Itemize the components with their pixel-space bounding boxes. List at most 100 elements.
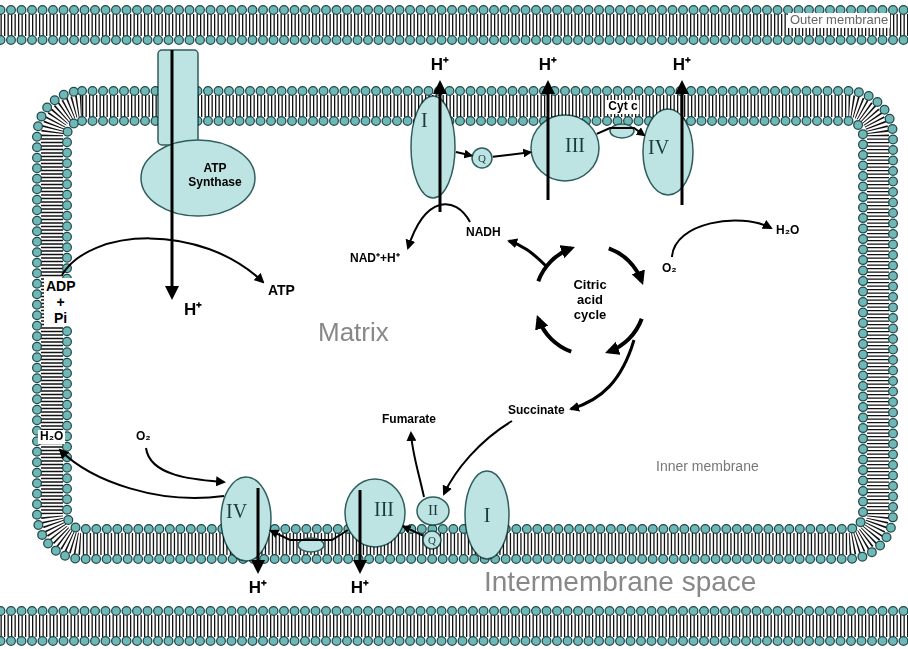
proton-label: H⁺ (351, 578, 369, 598)
molecule-label: Fumarate (382, 413, 436, 427)
molecule-label: ATP (268, 282, 295, 298)
reaction-arrow (408, 204, 470, 248)
molecule-label: NADH (466, 226, 501, 240)
label-holder: H⁺ (673, 55, 691, 75)
lipid-tails (0, 615, 908, 637)
complex-label: Q (428, 534, 436, 547)
reaction-arrow (146, 448, 224, 482)
lipid-heads (0, 6, 908, 14)
lipid-heads (67, 121, 863, 529)
proton-label: H⁺ (539, 55, 557, 75)
label-holder: H⁺ (184, 300, 202, 320)
label-holder: H⁺ (539, 55, 557, 75)
cycle-arc (609, 248, 642, 281)
complex-label: IV (648, 136, 669, 159)
label-holder: O₂ (662, 262, 677, 276)
label-holder: Cyt c (606, 100, 639, 114)
complex-three: III (530, 114, 600, 182)
complex-three: III (344, 478, 406, 548)
membrane-mask (472, 148, 492, 168)
membrane-mask (141, 140, 255, 216)
complex-label: Q (478, 152, 486, 165)
inner-membrane (37, 91, 893, 559)
complex-outline (410, 95, 456, 199)
complex-four: IV (220, 476, 272, 562)
lipid-tails (0, 14, 908, 36)
lipid-heads (0, 607, 908, 615)
molecule-label: O₂ (662, 262, 677, 276)
electron-transfer-arrow (404, 527, 423, 536)
label-holder: H₂O (38, 430, 65, 444)
complex-shape (465, 471, 509, 559)
lipid-heads (0, 606, 908, 616)
molecule-label: O₂ (136, 430, 151, 444)
lipid-heads (0, 637, 908, 645)
complex-shape (643, 109, 693, 195)
reaction-arrow (62, 238, 263, 282)
outer-membrane-bottom (0, 611, 908, 641)
membrane-mask (423, 531, 441, 549)
label-holder: Fumarate (382, 413, 436, 427)
membrane-mask (531, 115, 599, 181)
label-holder: Matrix (318, 318, 389, 348)
label-holder: H₂O (776, 224, 799, 238)
complex-four: IV (642, 108, 694, 196)
region-label: Matrix (318, 318, 389, 348)
complex-label: I (484, 504, 491, 527)
label-holder: Inner membrane (656, 458, 759, 474)
complex-two: II (416, 496, 450, 526)
label-holder: Succinate (508, 404, 565, 418)
electron-transfer-arrow (271, 530, 348, 540)
membrane-label: Outer membrane (788, 13, 890, 28)
complex-shape (345, 479, 405, 547)
lipid-heads (67, 121, 863, 529)
reaction-arrow (411, 433, 424, 497)
region-label: Intermembrane space (484, 568, 756, 596)
complex-shape (141, 140, 255, 216)
label-holder: NAD⁺+H⁺ (350, 252, 400, 266)
cycle-arc (609, 319, 642, 352)
complex-shape (221, 477, 271, 561)
complex-label: II (428, 502, 438, 519)
molecule-label: H₂O (38, 430, 65, 444)
label-holder: H⁺ (249, 578, 267, 598)
molecule-label: Succinate (508, 404, 565, 418)
membrane-mask (417, 497, 449, 525)
proton-label: H⁺ (431, 55, 449, 75)
membrane-mask (158, 50, 198, 145)
molecule-label: NAD⁺+H⁺ (350, 252, 400, 266)
complex-label: I (421, 109, 428, 132)
membrane-mask (221, 477, 271, 561)
proton-label: H⁺ (249, 578, 267, 598)
complex-label: IV (226, 500, 247, 523)
complex-one: I (464, 470, 510, 560)
proton-arrows (172, 50, 682, 570)
complex-shape (531, 115, 599, 181)
carrier-label: Cyt c (606, 100, 639, 114)
cycle-arc (538, 319, 571, 352)
complex-shape (158, 50, 198, 145)
cycle-output-arrow (509, 241, 546, 266)
complex-label: III (565, 134, 585, 157)
cycle-output-arrow (571, 340, 634, 409)
complex-outline (140, 50, 256, 218)
electron-transfer-arrow (597, 128, 644, 135)
lipid-heads (37, 91, 893, 559)
lipid-heads (0, 636, 908, 646)
complex-shape (423, 531, 441, 549)
complex-one: I (410, 95, 456, 199)
label-holder: H⁺ (431, 55, 449, 75)
lipid-tails (52, 106, 878, 544)
lipid-heads (0, 35, 908, 45)
membrane-mask (643, 109, 693, 195)
ubiquinone: Q (422, 530, 442, 550)
molecule-label: H₂O (776, 224, 799, 238)
lipid-heads (0, 5, 908, 15)
label-holder: O₂ (136, 430, 151, 444)
complex-label: III (374, 498, 394, 521)
electron-transfer-arrow (456, 152, 471, 156)
electron-transfer-arrow (493, 152, 530, 157)
reaction-arrows (60, 204, 771, 498)
label-holder: Intermembrane space (484, 568, 756, 596)
